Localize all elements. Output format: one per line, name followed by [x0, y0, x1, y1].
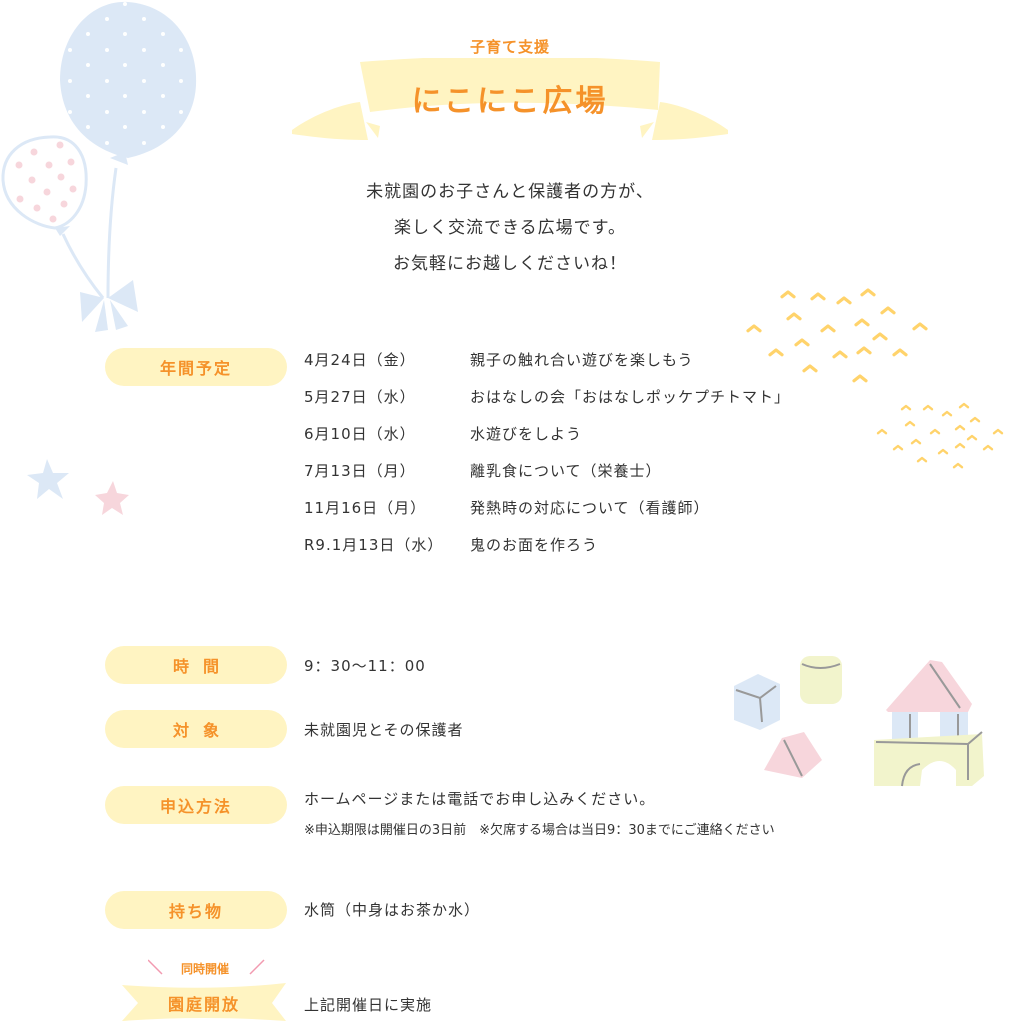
chevron-icon	[910, 438, 922, 445]
event-date: 11月16日（月）	[304, 499, 427, 517]
apply-note: ※申込期限は開催日の3日前 ※欠席する場合は当日9：30までにご連絡ください	[304, 823, 775, 838]
chevron-icon	[860, 288, 876, 297]
chevron-icon	[786, 312, 802, 321]
chevron-icon	[937, 448, 949, 455]
event-date: R9.1月13日（水）	[304, 536, 444, 554]
event-title: 鬼のお面を作ろう	[470, 536, 599, 554]
chevron-icon	[872, 332, 888, 341]
toy-blocks-icon	[734, 656, 984, 787]
intro-line: 未就園のお子さんと保護者の方が、	[366, 182, 654, 202]
stars-icon	[27, 459, 129, 515]
schedule-row: 5月27日（水） おはなしの会「おはなしポッケプチトマト」	[304, 386, 790, 423]
event-title: 離乳食について（栄養士）	[470, 462, 662, 480]
event-title: 親子の触れ合い遊びを楽しもう	[470, 351, 694, 369]
chevron-icon	[802, 364, 818, 373]
chevron-icon	[880, 306, 896, 315]
garden-value: 上記開催日に実施	[304, 996, 433, 1014]
chevron-icon	[954, 424, 966, 431]
chevron-icon	[966, 434, 978, 441]
schedule-row: 4月24日（金） 親子の触れ合い遊びを楽しもう	[304, 349, 790, 386]
target-value: 未就園児とその保護者	[304, 721, 464, 739]
chevron-icon	[954, 442, 966, 449]
chevron-icon	[820, 324, 836, 333]
page-subtitle: 子育て支援	[469, 38, 550, 56]
intro-line: 楽しく交流できる広場です。	[394, 218, 626, 238]
schedule-label: 年間予定	[105, 348, 287, 386]
schedule-row: 6月10日（水） 水遊びをしよう	[304, 423, 790, 460]
chevron-icon	[836, 296, 852, 305]
sparkle-lines-icon	[148, 959, 265, 975]
chevron-icon	[832, 350, 848, 359]
garden-label: 園庭開放	[167, 995, 240, 1014]
chevron-icon	[892, 444, 904, 451]
star-blue-icon	[27, 459, 69, 499]
intro-text: 未就園のお子さんと保護者の方が、 楽しく交流できる広場です。 お気軽にお越しくだ…	[0, 174, 1020, 282]
time-label: 時間	[105, 646, 287, 684]
chevron-icon	[912, 322, 928, 331]
event-title: おはなしの会「おはなしポッケプチトマト」	[470, 388, 791, 406]
chevron-icon	[929, 428, 941, 435]
event-date: 7月13日（月）	[304, 462, 416, 480]
target-label: 対象	[105, 710, 287, 748]
apply-label: 申込方法	[105, 786, 287, 824]
star-pink-icon	[95, 481, 129, 515]
schedule-row: R9.1月13日（水） 鬼のお面を作ろう	[304, 534, 790, 571]
chevron-icon	[922, 404, 934, 411]
chevron-icon	[892, 348, 908, 357]
chevron-icon	[768, 348, 784, 357]
chevron-icon	[982, 444, 994, 451]
chevron-icon	[746, 324, 762, 333]
chevron-icon	[852, 374, 868, 383]
chevron-icon	[969, 416, 981, 423]
chevron-icon	[904, 420, 916, 427]
time-value: 9：30〜11：00	[304, 657, 426, 675]
event-date: 4月24日（金）	[304, 351, 416, 369]
chevron-icon	[952, 462, 964, 469]
balloon-icon	[1, 1, 197, 332]
bring-value: 水筒（中身はお茶か水）	[304, 901, 481, 919]
chevron-icon	[794, 338, 810, 347]
chevron-icon	[876, 428, 888, 435]
schedule-row: 7月13日（月） 離乳食について（栄養士）	[304, 460, 790, 497]
schedule-row: 11月16日（月） 発熱時の対応について（看護師）	[304, 497, 790, 534]
schedule-list: 4月24日（金） 親子の触れ合い遊びを楽しもう 5月27日（水） おはなしの会「おは…	[304, 349, 790, 571]
garden-ribbon-icon	[122, 983, 286, 1021]
chevron-icon	[958, 402, 970, 409]
chevron-icon	[916, 456, 928, 463]
chevron-icon	[854, 318, 870, 327]
event-title: 水遊びをしよう	[470, 425, 583, 443]
chevron-icon	[900, 404, 912, 411]
page-title: にこにこ広場	[411, 84, 609, 119]
event-date: 6月10日（水）	[304, 425, 416, 443]
chevron-icon	[810, 292, 826, 301]
chevron-icon	[856, 346, 872, 355]
event-date: 5月27日（水）	[304, 388, 416, 406]
concurrent-badge: 同時開催	[180, 962, 229, 976]
title-ribbon-icon	[292, 58, 728, 140]
intro-line: お気軽にお越しくださいね！	[393, 254, 627, 274]
event-title: 発熱時の対応について（看護師）	[470, 499, 710, 517]
chevron-icon	[941, 410, 953, 417]
chevron-icon	[780, 290, 796, 299]
chevron-icon	[992, 428, 1004, 435]
apply-value: ホームページまたは電話でお申し込みください。	[304, 790, 656, 808]
bring-label: 持ち物	[105, 891, 287, 929]
chevron-pattern-icon	[746, 288, 1004, 469]
